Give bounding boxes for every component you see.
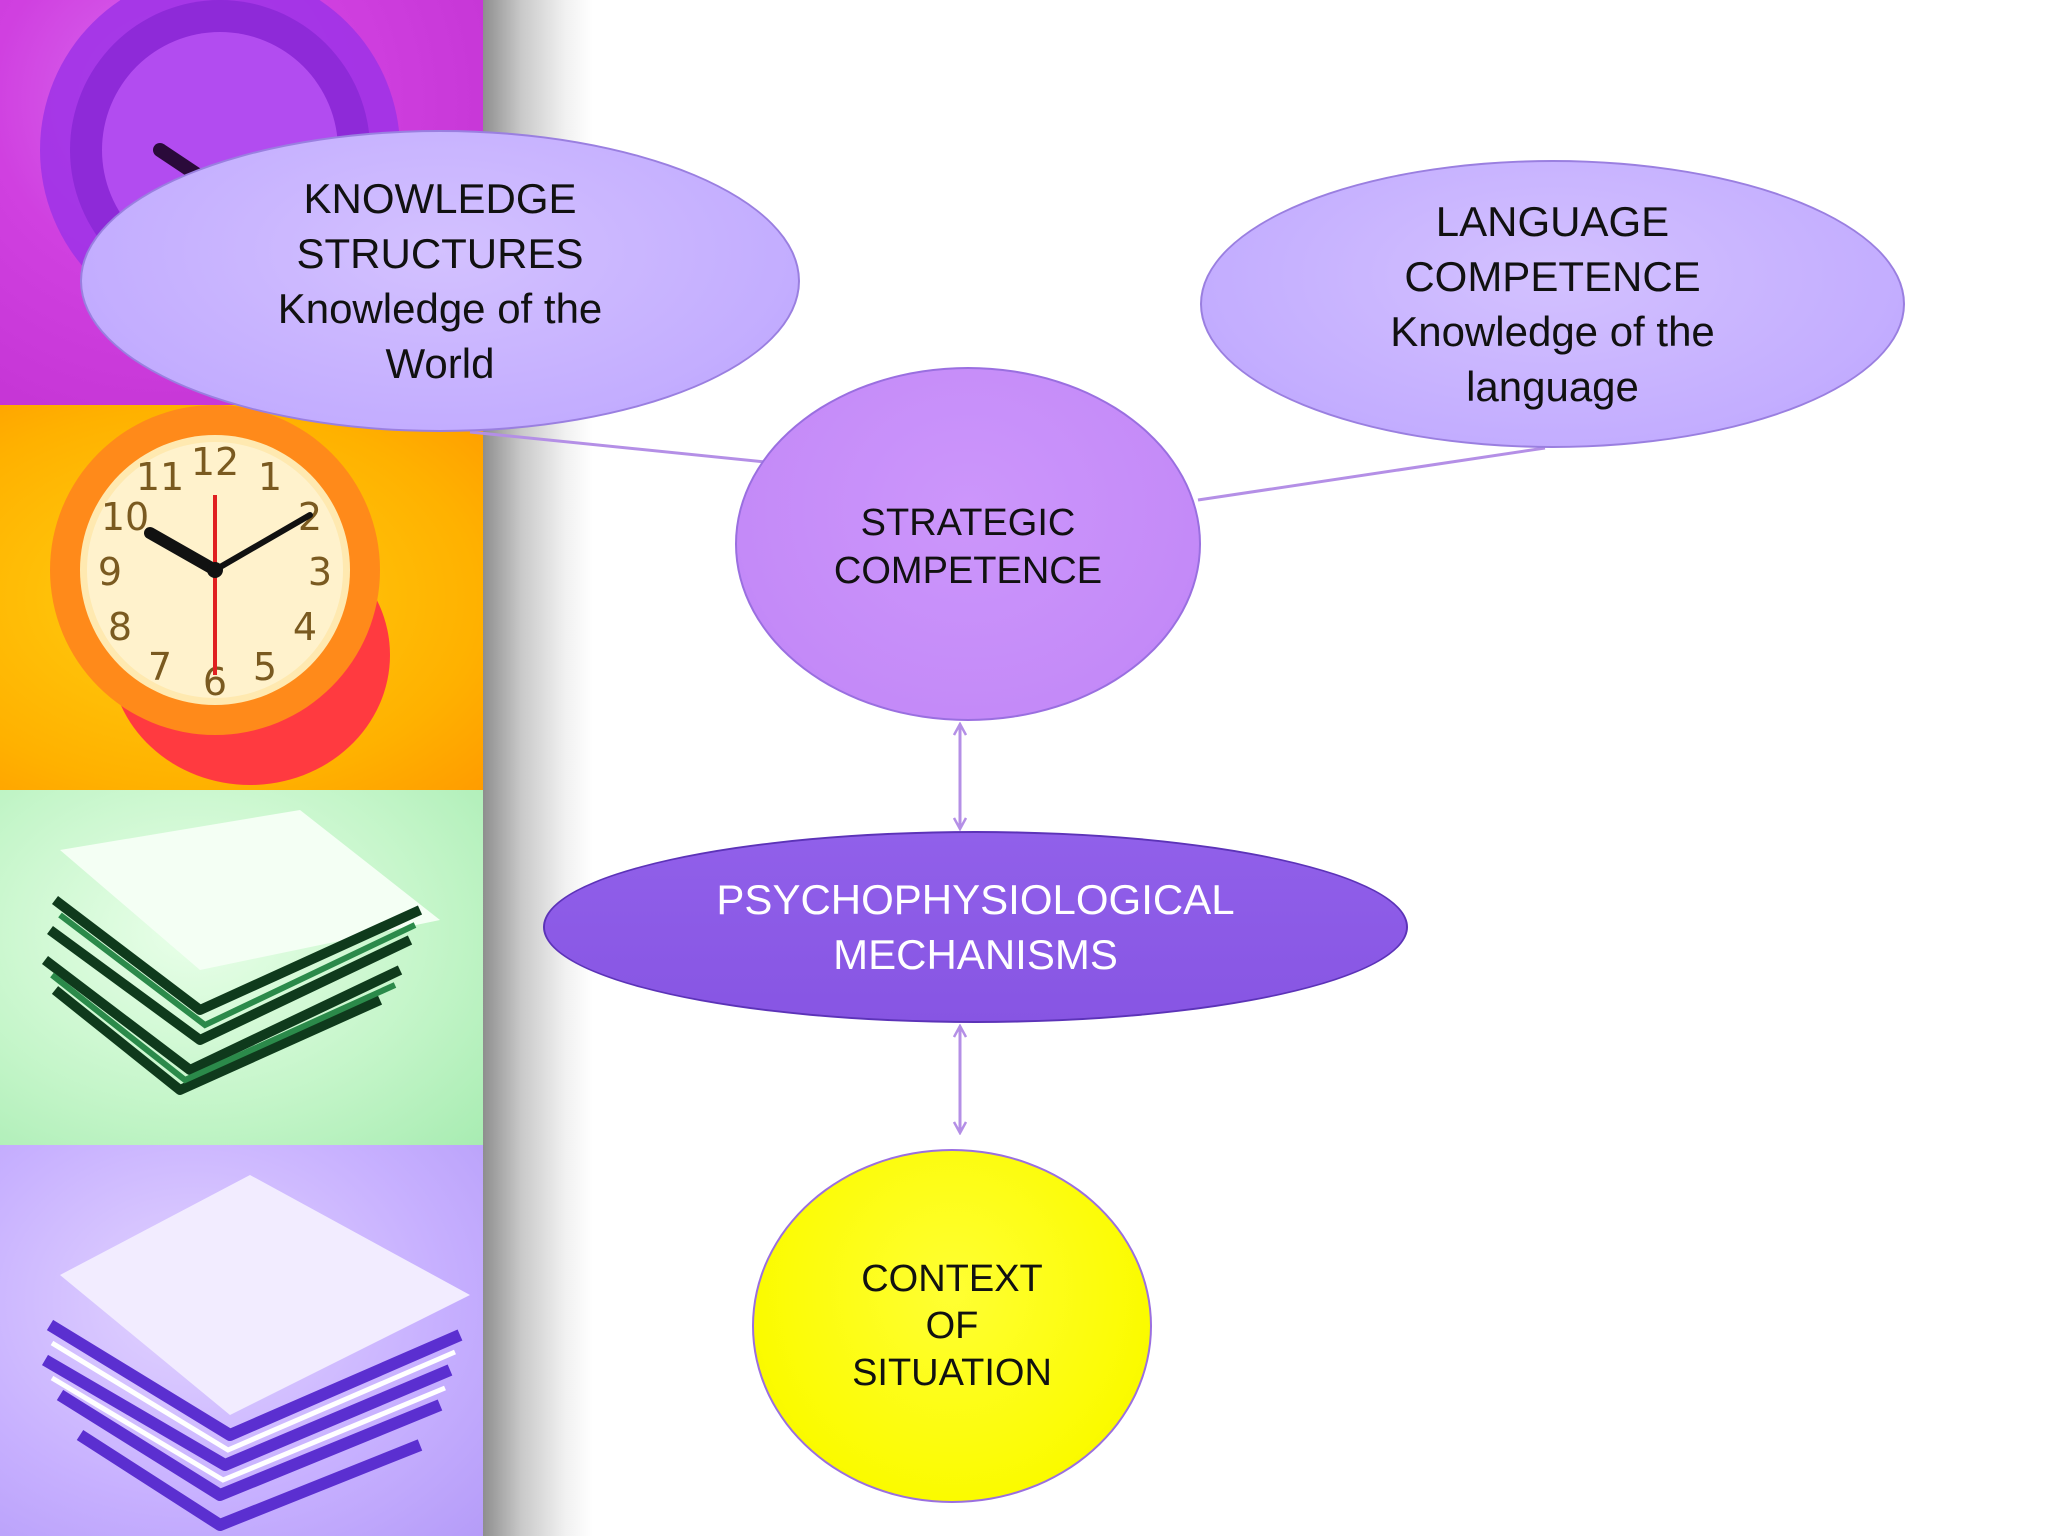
svg-text:12: 12	[191, 440, 239, 484]
yellow-clock-panel: 12 1 2 3 4 5 6 7 8 9 10 11	[0, 405, 483, 790]
svg-text:3: 3	[308, 550, 332, 594]
green-papers-panel	[0, 790, 483, 1145]
edge-knowledge-strategic	[469, 430, 766, 464]
svg-text:5: 5	[253, 645, 277, 689]
language-competence-ellipse: LANGUAGE COMPETENCE Knowledge of the lan…	[1200, 160, 1905, 448]
strategic-competence-ellipse: STRATEGIC COMPETENCE	[735, 367, 1201, 721]
svg-text:11: 11	[136, 455, 184, 499]
svg-text:4: 4	[293, 605, 317, 649]
clock-image: 12 1 2 3 4 5 6 7 8 9 10 11	[50, 405, 390, 785]
edge-language-strategic	[1197, 446, 1546, 502]
context-of-situation-label: CONTEXT OF SITUATION	[852, 1257, 1052, 1394]
svg-text:1: 1	[258, 455, 282, 499]
svg-text:10: 10	[101, 495, 149, 539]
papers-stack-image	[41, 1175, 470, 1531]
svg-text:8: 8	[108, 605, 132, 649]
knowledge-structures-ellipse: KNOWLEDGE STRUCTURES Knowledge of the Wo…	[80, 130, 800, 432]
decorative-photo-strip: 12 1 2 3 4 5 6 7 8 9 10 11	[0, 0, 483, 1536]
purple-papers-panel	[0, 1145, 483, 1536]
strategic-competence-label: STRATEGIC COMPETENCE	[833, 502, 1103, 592]
context-of-situation-ellipse: CONTEXT OF SITUATION	[752, 1149, 1152, 1503]
svg-text:9: 9	[98, 550, 122, 594]
papers-stack-image	[41, 810, 440, 1095]
psychophysiological-mechanisms-ellipse: PSYCHOPHYSIOLOGICAL MECHANISMS	[543, 831, 1408, 1023]
language-competence-label: LANGUAGE COMPETENCE Knowledge of the lan…	[1390, 198, 1715, 410]
psychophysiological-mechanisms-label: PSYCHOPHYSIOLOGICAL MECHANISMS	[716, 876, 1235, 978]
svg-text:7: 7	[148, 645, 172, 689]
knowledge-structures-label: KNOWLEDGE STRUCTURES Knowledge of the Wo…	[277, 175, 603, 387]
